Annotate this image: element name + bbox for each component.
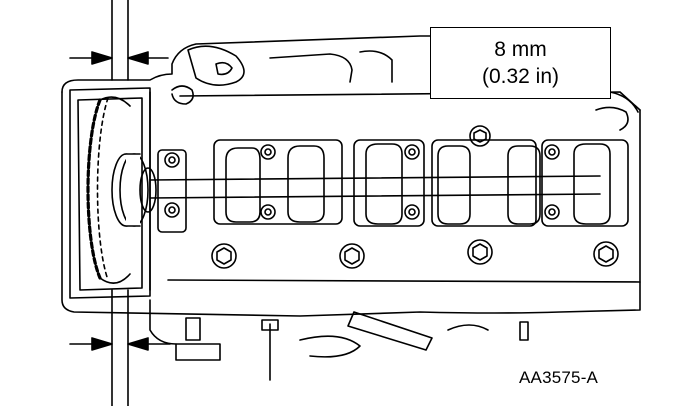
- cap-bolts: [164, 144, 560, 220]
- timing-chain: [86, 96, 131, 284]
- cam-lobes: [225, 143, 611, 225]
- dimension-imperial: (0.32 in): [481, 65, 560, 88]
- dimension-metric: 8 mm: [494, 38, 547, 61]
- dimension-callout-box: 8 mm (0.32 in): [430, 27, 611, 99]
- dimension-arrow-icon: [127, 337, 149, 351]
- dimension-arrow-icon: [91, 337, 113, 351]
- camshaft-sprocket: [111, 153, 157, 227]
- dimension-bottom: [69, 289, 171, 406]
- dimension-arrow-icon: [127, 51, 149, 65]
- dimension-top: [69, 0, 169, 81]
- head-bolts: [211, 125, 619, 269]
- camshaft: [149, 175, 601, 199]
- dimension-arrow-icon: [91, 51, 113, 65]
- figure-code: AA3575-A: [519, 368, 599, 387]
- lower-details: [149, 299, 529, 381]
- bearing-caps: [157, 139, 629, 233]
